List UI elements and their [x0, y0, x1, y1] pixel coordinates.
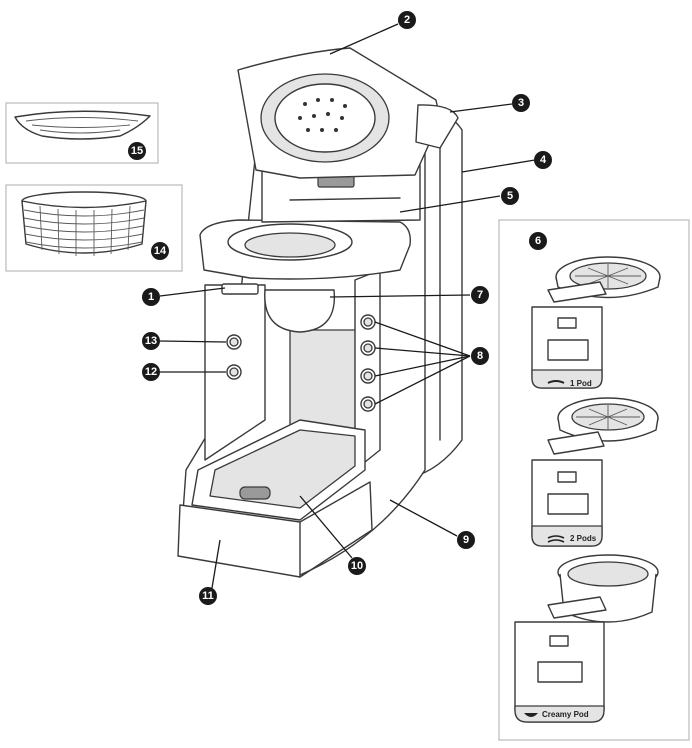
two-pods-label: 2 Pods: [570, 534, 597, 543]
one-pod-holder: [531, 256, 661, 389]
pod-holder-labels: 1 Pod 2 Pods Creamy Pod: [524, 379, 597, 719]
callout-8: 8: [471, 347, 489, 365]
creamy-pod-holder: [514, 554, 659, 723]
creamy-pod-label: Creamy Pod: [542, 710, 589, 719]
one-pod-label: 1 Pod: [570, 379, 592, 388]
two-pods-holder: [531, 397, 659, 547]
callout-10: 10: [348, 557, 366, 575]
callout-3: 3: [512, 94, 530, 112]
leader-lines: [159, 23, 536, 589]
svg-text:9: 9: [463, 534, 469, 546]
svg-text:11: 11: [202, 590, 214, 602]
callout-12: 12: [142, 363, 160, 381]
svg-text:7: 7: [477, 289, 483, 301]
svg-text:1: 1: [148, 291, 154, 303]
callout-1: 1: [142, 288, 160, 306]
cup-size-buttons: [360, 314, 376, 412]
left-knobs: [226, 334, 242, 380]
lid-spray-holes: [298, 98, 347, 132]
callout-badges: 1 2 3 4 5 6 7 8 9 10 11 12 13 14 15: [128, 11, 552, 605]
callout-13: 13: [142, 332, 160, 350]
svg-text:15: 15: [131, 145, 143, 157]
svg-text:10: 10: [351, 560, 363, 572]
inset-pod-filter-disc: [5, 102, 159, 164]
coffee-maker-body: [177, 47, 463, 578]
pod-holder-panel: [498, 219, 690, 741]
callout-6: 6: [529, 232, 547, 250]
svg-text:4: 4: [540, 154, 547, 166]
svg-text:6: 6: [535, 235, 541, 247]
svg-text:8: 8: [477, 350, 483, 362]
svg-text:5: 5: [507, 190, 513, 202]
callout-14: 14: [151, 242, 169, 260]
svg-text:13: 13: [145, 335, 157, 347]
svg-text:3: 3: [518, 97, 524, 109]
inset-mesh-basket: [5, 184, 183, 272]
callout-4: 4: [534, 151, 552, 169]
callout-7: 7: [471, 286, 489, 304]
svg-text:12: 12: [145, 366, 157, 378]
svg-text:2: 2: [404, 14, 410, 26]
callout-11: 11: [199, 587, 217, 605]
callout-15: 15: [128, 142, 146, 160]
callout-5: 5: [501, 187, 519, 205]
basket-mesh-lines: [23, 205, 145, 256]
svg-text:14: 14: [154, 245, 167, 257]
callout-2: 2: [398, 11, 416, 29]
callout-9: 9: [457, 531, 475, 549]
